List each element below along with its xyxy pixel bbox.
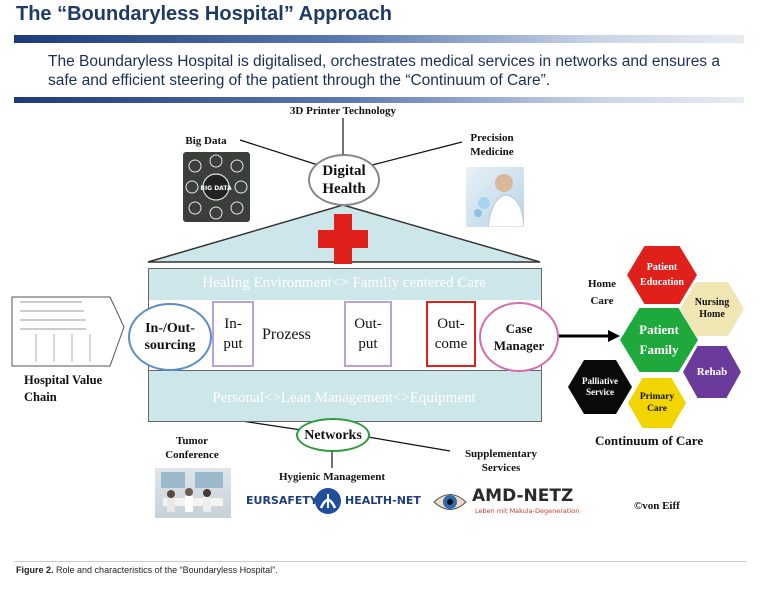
in-out-sourcing-node: In-/Out-sourcing bbox=[128, 303, 212, 371]
case-manager-label: Case Manager bbox=[493, 321, 545, 353]
personal-band bbox=[148, 370, 542, 422]
caption-divider bbox=[14, 561, 747, 562]
figure-caption-text: Role and characteristics of the “Boundar… bbox=[56, 565, 278, 575]
figure-caption: Figure 2. Role and characteristics of th… bbox=[16, 565, 278, 575]
prozess-label: Prozess bbox=[262, 326, 311, 343]
networks-label: Networks bbox=[304, 427, 362, 443]
personal-band-label: Personal<>Lean Management<>Equipment bbox=[212, 390, 476, 406]
eursafety-left: EURSAFETY bbox=[246, 494, 318, 507]
case-manager-node: Case Manager bbox=[479, 302, 559, 372]
printer-label: 3D Printer Technology bbox=[289, 105, 397, 117]
rehab-label: Rehab bbox=[696, 366, 728, 378]
title-divider bbox=[14, 35, 744, 43]
healing-band bbox=[148, 268, 542, 302]
tumor-conference-image bbox=[155, 468, 231, 518]
eursafety-right: HEALTH-NET bbox=[345, 494, 421, 507]
palliative-label: Palliative Service bbox=[582, 376, 618, 397]
home-care-label: Home Care bbox=[587, 278, 617, 307]
big-data-image: BIG DATA bbox=[183, 152, 250, 222]
hex-home-care: Home Care bbox=[570, 266, 634, 320]
figure-caption-label: Figure 2. bbox=[16, 565, 54, 575]
intro-divider bbox=[14, 97, 744, 103]
output-label: Out-put bbox=[354, 316, 382, 352]
hex-nursing-home: Nursing Home bbox=[680, 282, 744, 336]
in-out-sourcing-label: In-/Out-sourcing bbox=[144, 321, 196, 353]
amd-netz-subtitle: Leben mit Makula-Degeneration bbox=[475, 507, 580, 515]
tumor-conference-label: Tumor Conference bbox=[165, 435, 219, 461]
big-data-label: Big Data bbox=[185, 135, 227, 147]
primary-care-label: Primary Care bbox=[639, 392, 675, 414]
hospital-value-chain-label: Hospital Value Chain bbox=[24, 373, 103, 404]
digital-health-label: Digital Health bbox=[322, 163, 366, 197]
patient-family-label: Patient Family bbox=[639, 322, 679, 357]
page-title: The “Boundaryless Hospital” Approach bbox=[16, 3, 392, 25]
output-box: Out-put bbox=[344, 301, 392, 367]
outcome-box: Out-come bbox=[426, 301, 476, 367]
digital-health-node: Digital Health bbox=[308, 154, 380, 206]
credit-label: ©von Eiff bbox=[634, 500, 680, 512]
healing-band-label: Healing Environment<> Familiy centered C… bbox=[202, 275, 486, 291]
supplementary-services-label: Supplementary Services bbox=[464, 448, 538, 474]
outcome-label: Out-come bbox=[434, 316, 468, 352]
continuum-of-care-title: Continuum of Care bbox=[595, 433, 704, 448]
hex-patient-education: Patient Education bbox=[627, 246, 697, 304]
amd-netz-title: AMD-NETZ bbox=[472, 486, 574, 506]
amd-eye-icon bbox=[432, 485, 468, 519]
eursafety-logo-icon bbox=[315, 488, 341, 514]
hex-primary-care: Primary Care bbox=[628, 378, 686, 428]
nursing-home-label: Nursing Home bbox=[694, 297, 730, 320]
intro-text: The Boundaryless Hospital is digitalised… bbox=[48, 53, 720, 89]
patient-education-label: Patient Education bbox=[640, 262, 684, 288]
big-data-icon: BIG DATA bbox=[185, 154, 248, 220]
big-data-icon-text: BIG DATA bbox=[200, 185, 232, 192]
input-box: In-put bbox=[212, 301, 254, 367]
precision-medicine-label: Precision Medicine bbox=[470, 132, 514, 158]
input-label: In-put bbox=[223, 316, 243, 352]
hygienic-management-label: Hygienic Management bbox=[278, 471, 385, 483]
networks-node: Networks bbox=[296, 418, 370, 452]
hex-rehab: Rehab bbox=[683, 346, 741, 398]
hex-palliative: Palliative Service bbox=[568, 360, 632, 414]
arrow-to-continuum-icon bbox=[608, 330, 620, 342]
precision-medicine-image bbox=[466, 167, 525, 228]
